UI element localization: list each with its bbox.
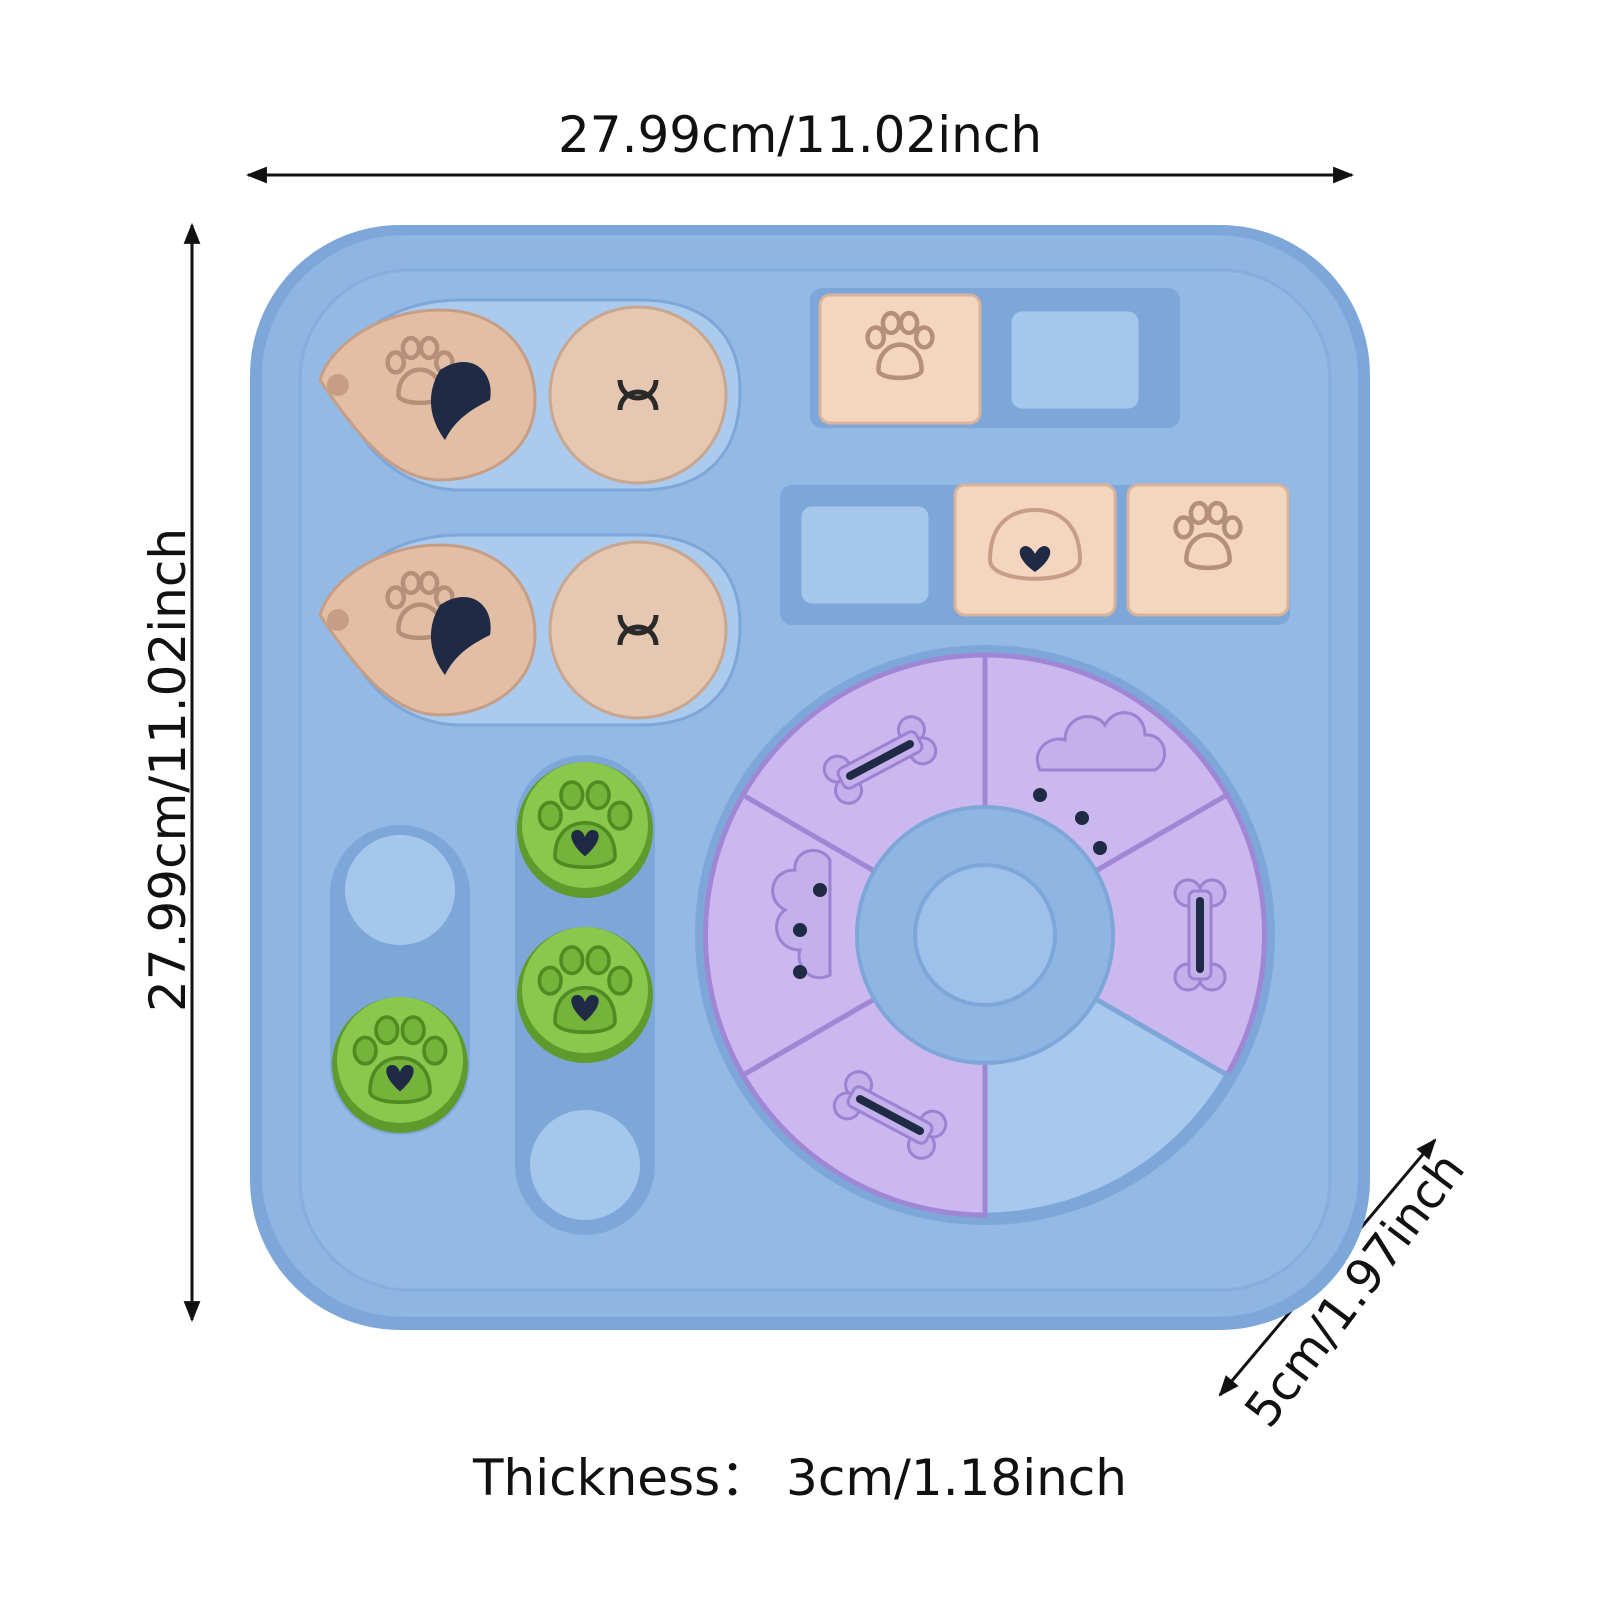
lid-puzzle-top xyxy=(318,298,742,492)
rotating-wheel xyxy=(695,645,1275,1225)
thickness-label: Thickness： 3cm/1.18inch xyxy=(473,1449,1127,1507)
width-dimension-label: 27.99cm/11.02inch xyxy=(557,106,1043,164)
slider-row-bottom xyxy=(780,483,1290,625)
height-dimension-label: 27.99cm/11.02inch xyxy=(139,527,197,1013)
lid-puzzle-middle xyxy=(318,533,742,727)
slider-row-top xyxy=(810,288,1180,428)
green-track-right xyxy=(515,755,655,1235)
green-track-left xyxy=(330,825,470,1135)
